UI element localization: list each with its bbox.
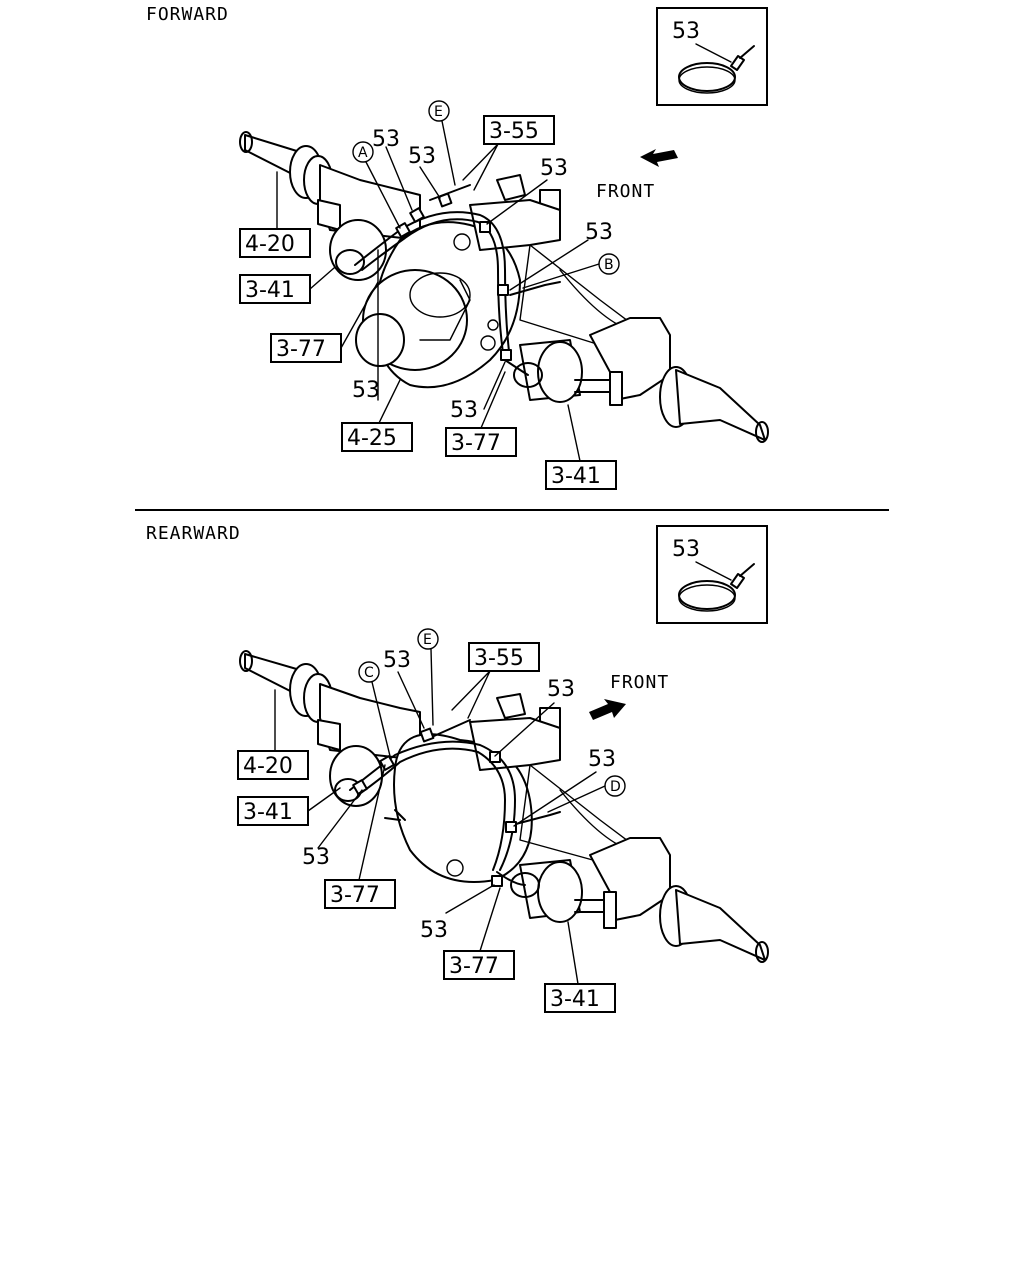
svg-text:D: D xyxy=(610,779,621,795)
ref-box-3-41: 3-41 xyxy=(237,796,309,826)
part-label: 53 xyxy=(540,156,568,181)
forward-section: FORWARD 53 FRONT xyxy=(146,4,769,490)
svg-text:3-41: 3-41 xyxy=(243,800,293,825)
ref-box-3-55: 3-55 xyxy=(468,642,540,672)
svg-text:B: B xyxy=(604,257,614,273)
ref-box-3-41: 3-41 xyxy=(544,983,616,1013)
part-label: 53 xyxy=(588,747,616,772)
inset-part-label: 53 xyxy=(672,19,700,44)
svg-text:3-55: 3-55 xyxy=(489,119,539,144)
callout-b: B xyxy=(598,253,620,275)
hose-clamp-icon xyxy=(678,43,755,94)
leader-lines xyxy=(274,648,606,985)
part-label: 53 xyxy=(302,845,330,870)
ref-box-3-77: 3-77 xyxy=(443,950,515,980)
leader-lines xyxy=(276,120,600,462)
ref-box-3-77: 3-77 xyxy=(270,333,342,363)
callout-d: D xyxy=(604,775,626,797)
front-arrow-icon xyxy=(640,149,678,167)
ref-box-3-77: 3-77 xyxy=(445,427,517,457)
svg-text:C: C xyxy=(364,665,374,681)
part-label: 53 xyxy=(383,648,411,673)
svg-text:E: E xyxy=(434,104,443,120)
part-label: 53 xyxy=(450,398,478,423)
front-arrow-icon xyxy=(589,699,626,720)
section-heading: REARWARD xyxy=(146,523,241,544)
svg-text:3-77: 3-77 xyxy=(276,337,326,362)
svg-text:A: A xyxy=(358,145,368,161)
ref-box-3-41: 3-41 xyxy=(545,460,617,490)
ref-box-4-25: 4-25 xyxy=(341,422,413,452)
section-heading: FORWARD xyxy=(146,4,229,25)
svg-text:E: E xyxy=(423,632,432,648)
axle-drawing xyxy=(239,650,769,963)
clamp-inset: 53 xyxy=(656,7,768,106)
svg-text:3-41: 3-41 xyxy=(245,278,295,303)
ref-box-4-20: 4-20 xyxy=(239,228,311,258)
callout-e: E xyxy=(417,628,439,650)
front-label: FRONT xyxy=(610,672,669,693)
axle-drawing xyxy=(239,131,769,443)
svg-text:4-20: 4-20 xyxy=(245,232,295,257)
svg-text:3-77: 3-77 xyxy=(451,431,501,456)
callout-e: E xyxy=(428,100,450,122)
ref-box-3-77: 3-77 xyxy=(324,879,396,909)
ref-box-4-20: 4-20 xyxy=(237,750,309,780)
callout-c: C xyxy=(358,661,380,683)
clamp-inset: 53 xyxy=(656,525,768,624)
part-label: 53 xyxy=(352,378,380,403)
svg-text:3-41: 3-41 xyxy=(550,987,600,1012)
ref-box-3-55: 3-55 xyxy=(483,115,555,145)
part-label: 53 xyxy=(585,220,613,245)
hose-clamp-icon xyxy=(678,561,755,612)
part-label: 53 xyxy=(547,677,575,702)
rearward-section: REARWARD 53 FRONT xyxy=(146,523,769,1013)
ref-box-3-41: 3-41 xyxy=(239,274,311,304)
front-label: FRONT xyxy=(596,181,655,202)
callout-a: A xyxy=(352,141,374,163)
svg-text:3-55: 3-55 xyxy=(474,646,524,671)
part-label: 53 xyxy=(408,144,436,169)
svg-text:4-20: 4-20 xyxy=(243,754,293,779)
inset-part-label: 53 xyxy=(672,537,700,562)
part-label: 53 xyxy=(420,918,448,943)
svg-text:3-77: 3-77 xyxy=(449,954,499,979)
svg-text:3-41: 3-41 xyxy=(551,464,601,489)
svg-text:4-25: 4-25 xyxy=(347,426,397,451)
svg-text:3-77: 3-77 xyxy=(330,883,380,908)
